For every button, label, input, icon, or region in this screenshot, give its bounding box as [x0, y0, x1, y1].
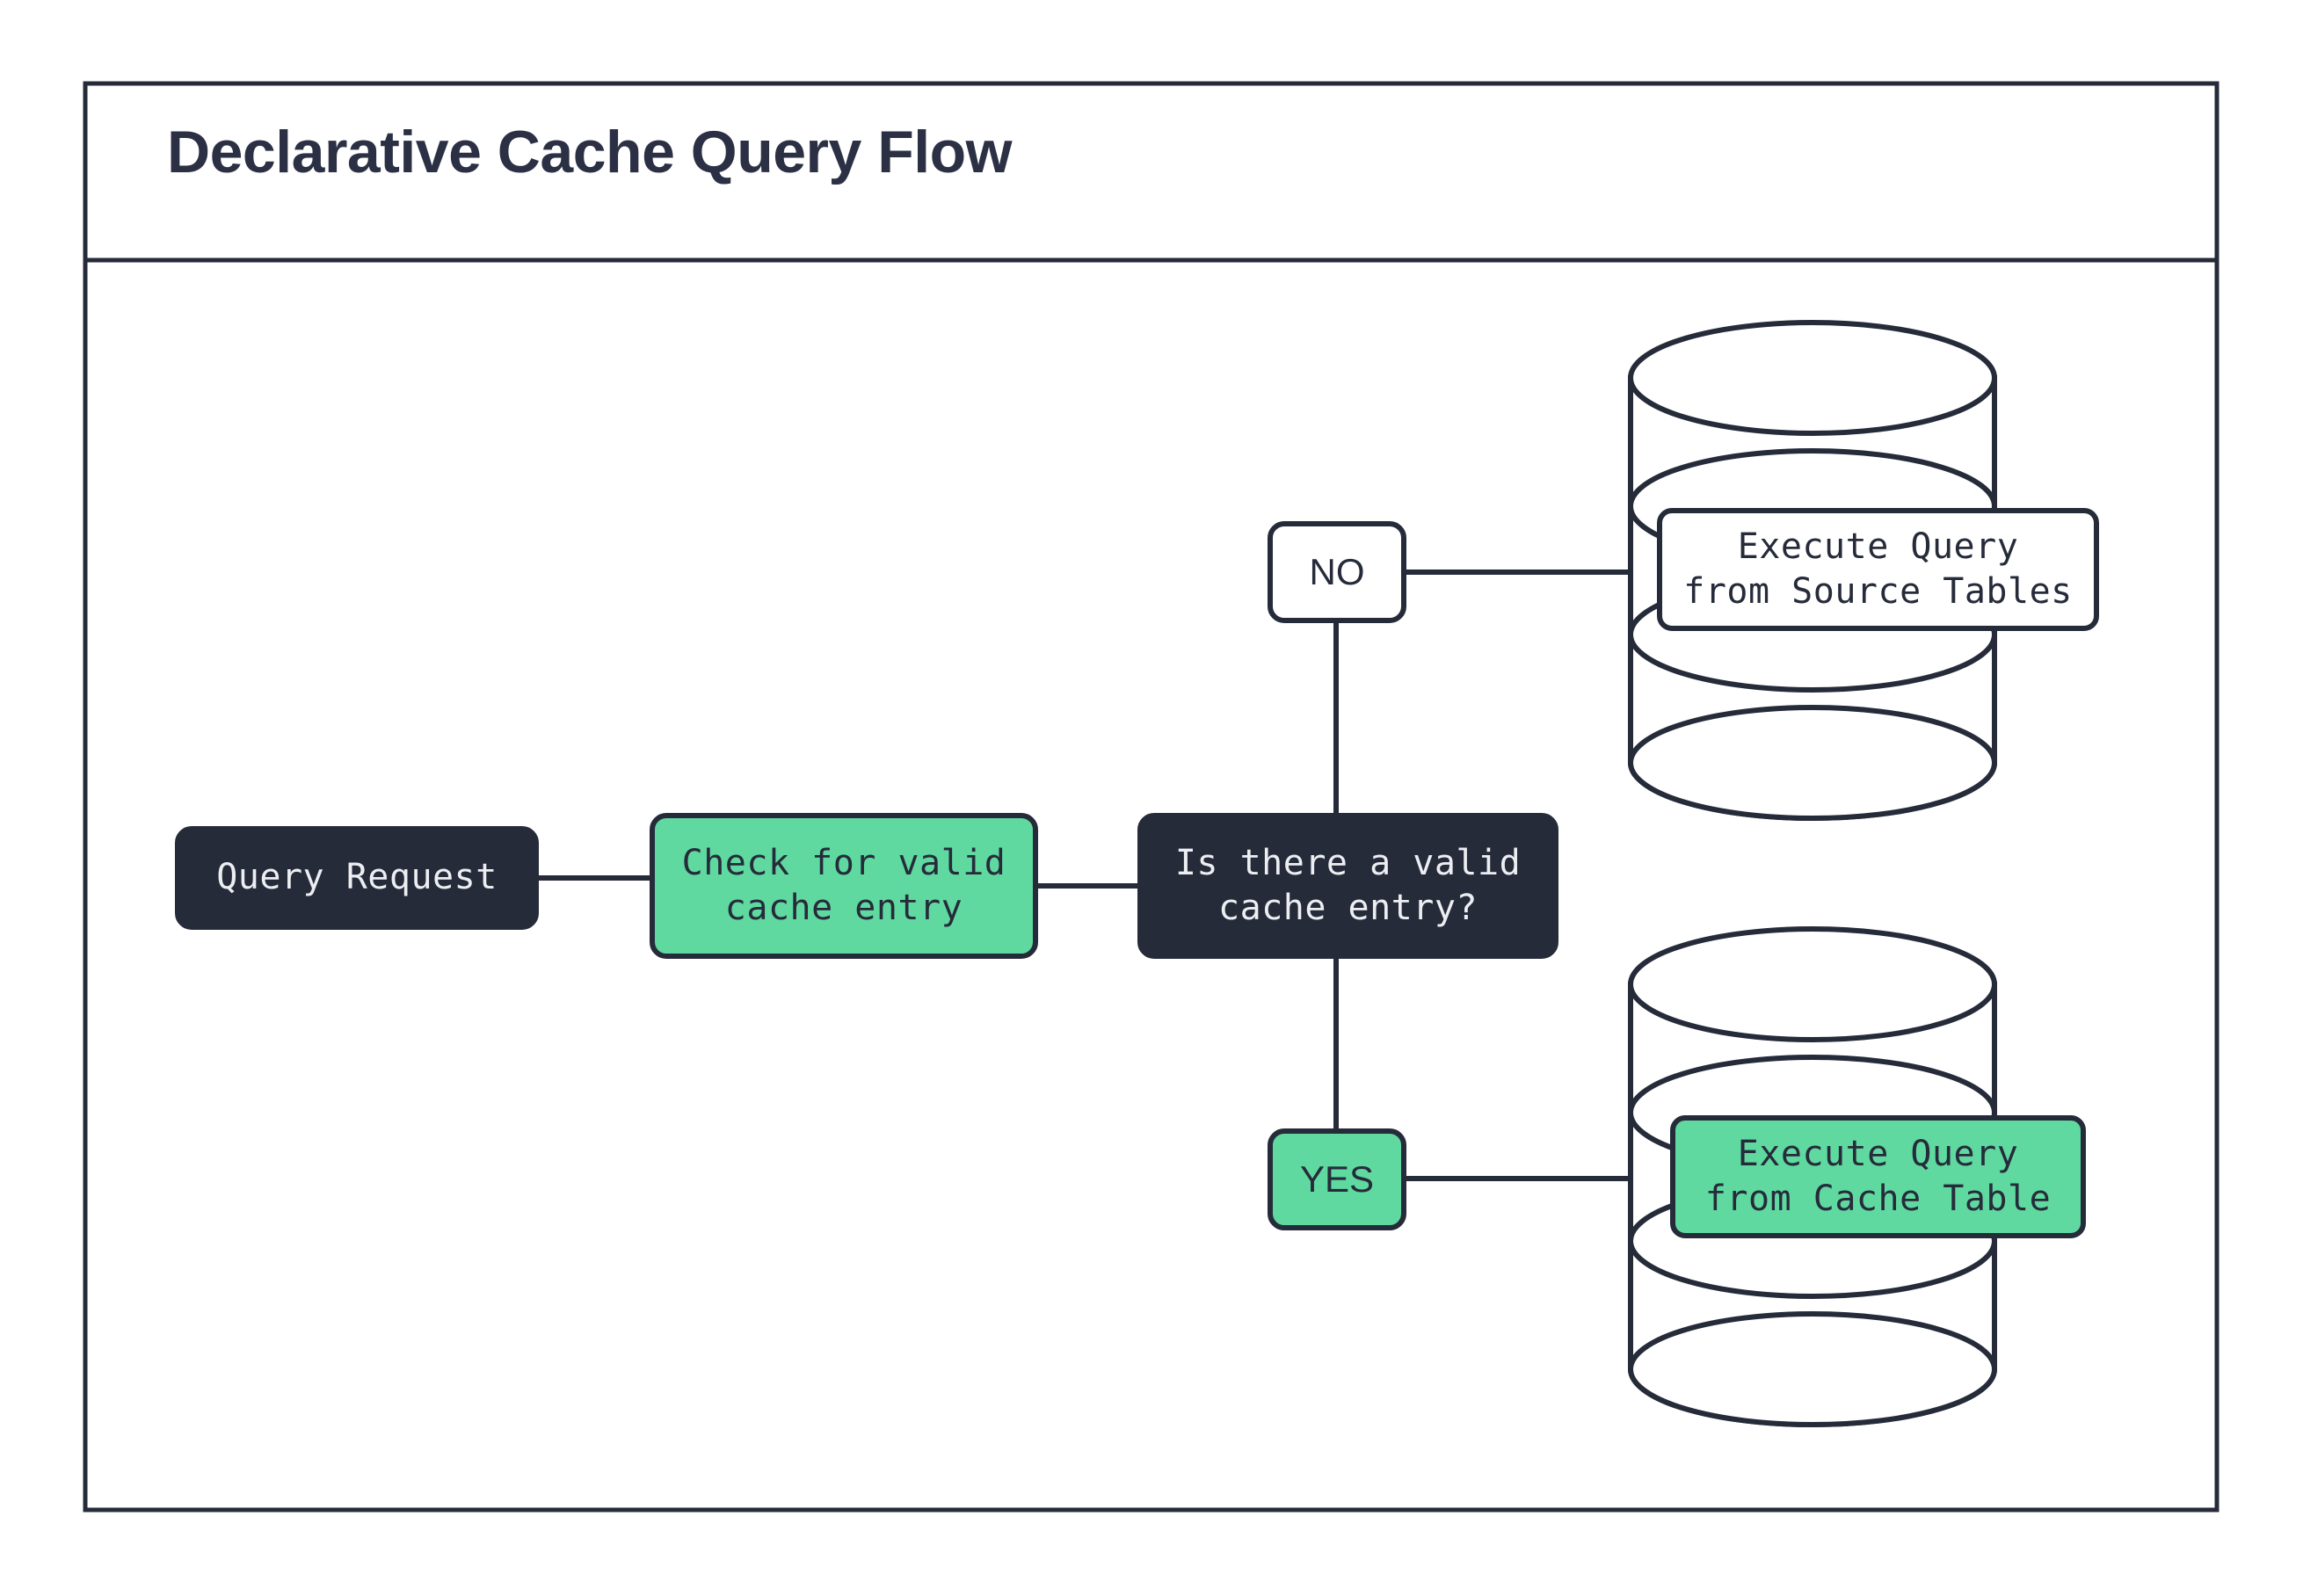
source-db-label-text: Execute Query from Source Tables	[1660, 511, 2096, 628]
node-branch-yes[interactable]: YES	[1268, 1128, 1406, 1230]
check-cache-label: Check for valid cache entry	[652, 816, 1035, 956]
branch-no-label: NO	[1309, 551, 1365, 593]
node-query-request[interactable]: Query Request	[175, 826, 539, 930]
decision-line2: cache entry?	[1218, 888, 1478, 928]
cache-db-label-line1: Execute Query	[1737, 1133, 2019, 1174]
cache-db-disk-4	[1628, 1311, 1997, 1427]
page-title: Declarative Cache Query Flow	[167, 119, 1013, 185]
check-cache-box	[650, 813, 1038, 959]
source-db-label-line1: Execute Query	[1737, 526, 2019, 567]
decision-label: Is there a valid cache entry?	[1140, 816, 1556, 956]
check-cache-line2: cache entry	[724, 888, 963, 928]
check-cache-line1: Check for valid	[681, 842, 1006, 883]
source-db-label-box	[1657, 508, 2099, 631]
cache-db-label-box	[1670, 1115, 2086, 1238]
source-db-label-line2: from Source Tables	[1683, 571, 2073, 612]
branch-no-box	[1268, 521, 1406, 623]
decision-box	[1137, 813, 1558, 959]
node-decision[interactable]: Is there a valid cache entry?	[1137, 813, 1558, 959]
source-db-disk-1	[1628, 320, 1997, 436]
branch-yes-box	[1268, 1128, 1406, 1230]
branch-yes-label: YES	[1299, 1158, 1375, 1201]
cache-db-label-line2: from Cache Table	[1704, 1179, 2052, 1219]
query-request-box	[175, 826, 539, 930]
node-branch-no[interactable]: NO	[1268, 521, 1406, 623]
cache-db-disk-1	[1628, 926, 1997, 1042]
cache-db-label-text: Execute Query from Cache Table	[1673, 1118, 2083, 1236]
decision-line1: Is there a valid	[1174, 842, 1522, 883]
query-request-label: Query Request	[216, 857, 498, 898]
source-db-disk-4	[1628, 705, 1997, 821]
node-check-cache[interactable]: Check for valid cache entry	[650, 813, 1038, 959]
